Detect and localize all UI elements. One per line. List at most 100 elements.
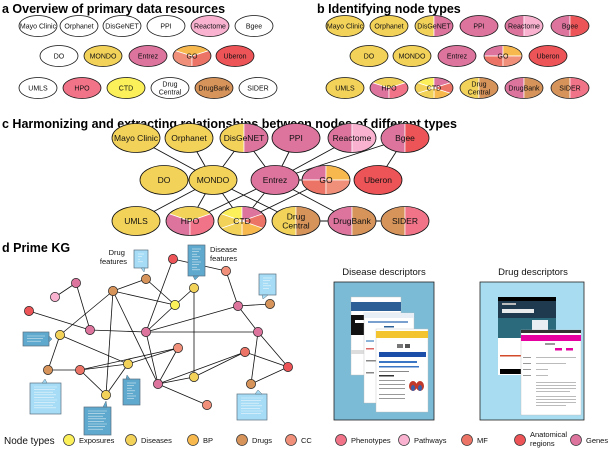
b-node-entrez: Entrez [437, 45, 477, 67]
c-label-go: GO [319, 175, 333, 185]
kg-node-exposures [170, 300, 180, 310]
a-node-hpo: HPO [62, 77, 102, 99]
disease-features-line-2: features [210, 254, 237, 263]
legend-item-exposures: Exposures [63, 434, 115, 446]
kg-edge [250, 331, 259, 385]
kg-edge [225, 270, 239, 307]
b-label-ctd: CTD [427, 85, 441, 92]
legend-swatch-anatomical [514, 434, 526, 446]
kg-edge [145, 305, 239, 333]
kg-node-drugs [265, 299, 275, 309]
kg-node-genes [153, 379, 163, 389]
c-node-orphanet: Orphanet [164, 123, 214, 153]
a-label-entrez: Entrez [138, 53, 159, 60]
b-node-orphanet: Orphanet [369, 15, 409, 37]
b-label-go: GO [498, 53, 509, 60]
b-label-sider: SIDER [559, 85, 580, 92]
a-label-sider: SIDER [247, 85, 268, 92]
b-node-do: DO [349, 45, 389, 67]
disease-descriptors-panel: Disease descriptors [333, 267, 435, 421]
c-node-bgee: Bgee [380, 123, 430, 153]
a-node-mayo: Mayo Clinic [18, 15, 58, 37]
legend-item-cc: CC [285, 434, 312, 446]
a-node-mondo: MONDO [83, 45, 123, 67]
feature-card [236, 389, 268, 421]
kg-edge [112, 290, 159, 385]
c-node-drugbank: DrugBank [327, 206, 377, 236]
c-label-entrez: Entrez [263, 175, 288, 185]
a-node-umls: UMLS [18, 77, 58, 99]
legend-title: Node types [4, 436, 55, 447]
kg-edge [112, 290, 176, 306]
c-node-entrez: Entrez [250, 165, 300, 195]
c-node-mayo: Mayo Clinic [111, 123, 161, 153]
kg-node-cc [221, 266, 231, 276]
legend-item-bp: BP [187, 434, 213, 446]
kg-edge [145, 331, 159, 385]
c-label-uberon: Uberon [364, 175, 392, 185]
c-node-ppi: PPI [271, 123, 321, 153]
a-node-do: DO [39, 45, 79, 67]
legend-label-cc: CC [301, 436, 312, 445]
b-label-orphanet: Orphanet [374, 23, 403, 30]
c-label-mayo: Mayo Clinic [114, 133, 159, 143]
c-node-go: GO [301, 165, 351, 195]
a-label-ppi: PPI [160, 23, 171, 30]
feature-card [29, 378, 62, 415]
kg-edge [237, 303, 271, 307]
a-node-drugbank: DrugBank [194, 77, 234, 99]
kg-nodes [24, 254, 293, 410]
kg-node-mf [240, 347, 250, 357]
legend-swatch-phenotypes [335, 434, 347, 446]
a-label-do: DO [54, 53, 65, 60]
legend-swatch-bp [187, 434, 199, 446]
b-label-hpo: HPO [381, 85, 397, 92]
kg-feature-cards [22, 244, 277, 436]
c-label-disgenet: DisGeNET [224, 133, 265, 143]
kg-edge [105, 290, 114, 396]
kg-edge [28, 310, 91, 331]
disease-page-3 [375, 328, 429, 413]
legend-swatch-drugs [236, 434, 248, 446]
c-label-bgee: Bgee [395, 133, 415, 143]
c-node-disgenet: DisGeNET [219, 123, 269, 153]
kg-edge [75, 282, 91, 331]
legend-label-diseases: Diseases [141, 436, 172, 445]
a-label-mayo: Mayo Clinic [20, 23, 57, 30]
b-label-disgenet: DisGeNET [417, 23, 451, 30]
legend-label-genes: Genes [586, 436, 608, 445]
feature-card [122, 374, 141, 406]
kg-node-genes [71, 278, 81, 288]
b-node-bgee: Bgee [550, 15, 590, 37]
legend-item-drugs: Drugs [236, 434, 272, 446]
a-node-orphanet: Orphanet [59, 15, 99, 37]
kg-edge [79, 369, 107, 396]
kg-edge [145, 304, 176, 333]
kg-edge [79, 347, 179, 371]
kg-edge [47, 334, 61, 371]
disease-features-card [187, 244, 206, 281]
kg-node-diseases [55, 330, 65, 340]
drug-features-line-1: Drug [109, 248, 125, 257]
a-node-entrez: Entrez [128, 45, 168, 67]
kg-edge [244, 351, 289, 368]
b-node-umls: UMLS [325, 77, 365, 99]
legend-swatch-cc [285, 434, 297, 446]
legend-item-pathways: Pathways [398, 434, 447, 446]
b-label-reactome: Reactome [508, 23, 540, 30]
kg-node-genes [253, 327, 263, 337]
kg-node-anatomical [24, 306, 34, 316]
c-node-mondo: MONDO [188, 165, 238, 195]
legend-label-phenotypes: Phenotypes [351, 436, 391, 445]
legend-label-bp: BP [203, 436, 213, 445]
kg-edge [145, 258, 174, 333]
b-label-umls: UMLS [335, 85, 355, 92]
kg-edge [59, 334, 129, 365]
c-label-ppi: PPI [289, 133, 303, 143]
b-label-mondo: MONDO [399, 53, 426, 60]
